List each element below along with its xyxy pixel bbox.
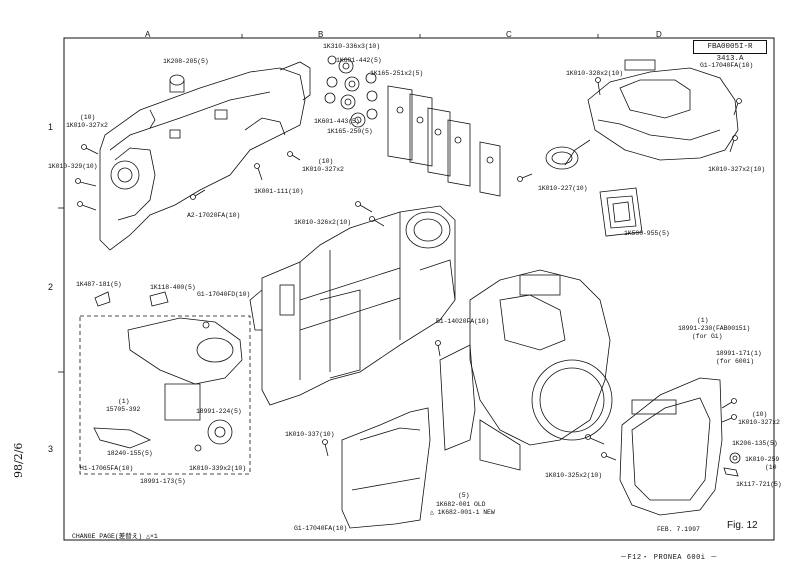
part-label: (5) bbox=[458, 492, 470, 499]
column-label-b: B bbox=[318, 30, 324, 39]
part-label: G1-17040FA(10) bbox=[294, 525, 348, 532]
figure-number: Fig. 12 bbox=[727, 520, 758, 531]
part-label: H1-17065FA(10) bbox=[80, 465, 134, 472]
column-label-a: A bbox=[145, 30, 151, 39]
part-label: 1K010-329(10) bbox=[48, 163, 98, 170]
part-label: 15705-392 bbox=[106, 406, 141, 413]
part-label: 1K001-111(10) bbox=[254, 188, 304, 195]
part-label: (for Gi) bbox=[692, 333, 723, 340]
part-label: 1K601-443(5) bbox=[314, 118, 360, 125]
screws-a1 bbox=[75, 74, 301, 211]
row-label-3: 3 bbox=[48, 444, 54, 454]
part-label: 1K010-337(10) bbox=[285, 431, 335, 438]
mirror-box-part bbox=[439, 269, 613, 471]
column-label-c: C bbox=[506, 30, 512, 39]
screws-b2 bbox=[322, 201, 385, 457]
part-label: 1K165-251x2(5) bbox=[370, 70, 424, 77]
screws-c3 bbox=[435, 340, 617, 461]
change-note: CHANGE PAGE(差替え) △×1 bbox=[72, 533, 158, 540]
part-label: 18991-230(FAB00151) bbox=[678, 325, 751, 332]
part-label: 1K117-721(5) bbox=[736, 481, 782, 488]
part-label: 18991-224(5) bbox=[196, 408, 242, 415]
top-frame-part bbox=[99, 61, 311, 251]
part-label: 1K601-442(5) bbox=[336, 57, 382, 64]
part-label: 1K118-400(5) bbox=[150, 284, 196, 291]
column-label-d: D bbox=[656, 30, 662, 39]
part-label: (10) bbox=[752, 411, 768, 418]
part-label: 1K206-135(5) bbox=[732, 440, 778, 447]
screws-d1 bbox=[517, 77, 742, 182]
row-label-2: 2 bbox=[48, 282, 54, 292]
part-label: 1K310-336x3(10) bbox=[323, 43, 381, 50]
sheet-id: FBA0005I-R 3413.A bbox=[693, 40, 767, 63]
insulator-sheets bbox=[387, 85, 501, 197]
handwritten-note: 98/2/6 bbox=[12, 442, 25, 478]
part-label: 1K010-327x2 bbox=[66, 122, 108, 129]
part-label: G1-17040FA(10) bbox=[700, 62, 754, 69]
part-label: (10 bbox=[765, 464, 777, 471]
part-label: 18991-173(5) bbox=[140, 478, 186, 485]
row-label-1: 1 bbox=[48, 122, 54, 132]
part-label: 18991-171(1) bbox=[716, 350, 762, 357]
part-label: 1K010-227(10) bbox=[538, 185, 588, 192]
part-label: (1) bbox=[118, 398, 130, 405]
part-label: 1K500-955(5) bbox=[624, 230, 670, 237]
front-bottom-cover bbox=[341, 407, 431, 529]
part-label: 1K682-001 OLD bbox=[436, 501, 486, 508]
part-label: 1K208-205(5) bbox=[163, 58, 209, 65]
part-label: 1K010-259 bbox=[745, 456, 780, 463]
part-label: B1-14020FA(10) bbox=[436, 318, 490, 325]
part-label: 1K010-327x2(10) bbox=[708, 166, 766, 173]
part-label: 1K010-325x2(10) bbox=[545, 472, 603, 479]
part-label: (10) bbox=[80, 114, 96, 121]
page-footer: －F12・ PRONEA 600i － bbox=[620, 554, 718, 562]
part-label: 1K165-250(5) bbox=[327, 128, 373, 135]
eyepiece-part bbox=[599, 187, 643, 237]
part-label: 1K487-181(5) bbox=[76, 281, 122, 288]
part-label: A2-17020FA(10) bbox=[187, 212, 241, 219]
main-body-frame bbox=[249, 205, 456, 406]
front-plate-part bbox=[619, 377, 741, 516]
screws-d3 bbox=[721, 398, 737, 423]
part-label: 1K010-327x2 bbox=[302, 166, 344, 173]
part-label: 1K010-339x2(10) bbox=[189, 465, 247, 472]
part-label: △ 1K682-001-1 NEW bbox=[430, 509, 495, 516]
top-cover-part bbox=[545, 59, 739, 170]
part-label: 1K010-326x2(10) bbox=[294, 219, 352, 226]
part-label: G1-17040FD(10) bbox=[197, 291, 251, 298]
part-label: 1K010-327x2 bbox=[738, 419, 780, 426]
washer-stack bbox=[324, 55, 378, 128]
part-label: (10) bbox=[318, 158, 334, 165]
revision-date: FEB. 7.1997 bbox=[657, 526, 700, 533]
sub-assembly-box bbox=[79, 291, 251, 475]
part-label: (1) bbox=[697, 317, 709, 324]
part-label: (for 600i) bbox=[716, 358, 755, 365]
part-label: 1K010-328x2(10) bbox=[566, 70, 624, 77]
part-label: 18240-155(5) bbox=[107, 450, 153, 457]
